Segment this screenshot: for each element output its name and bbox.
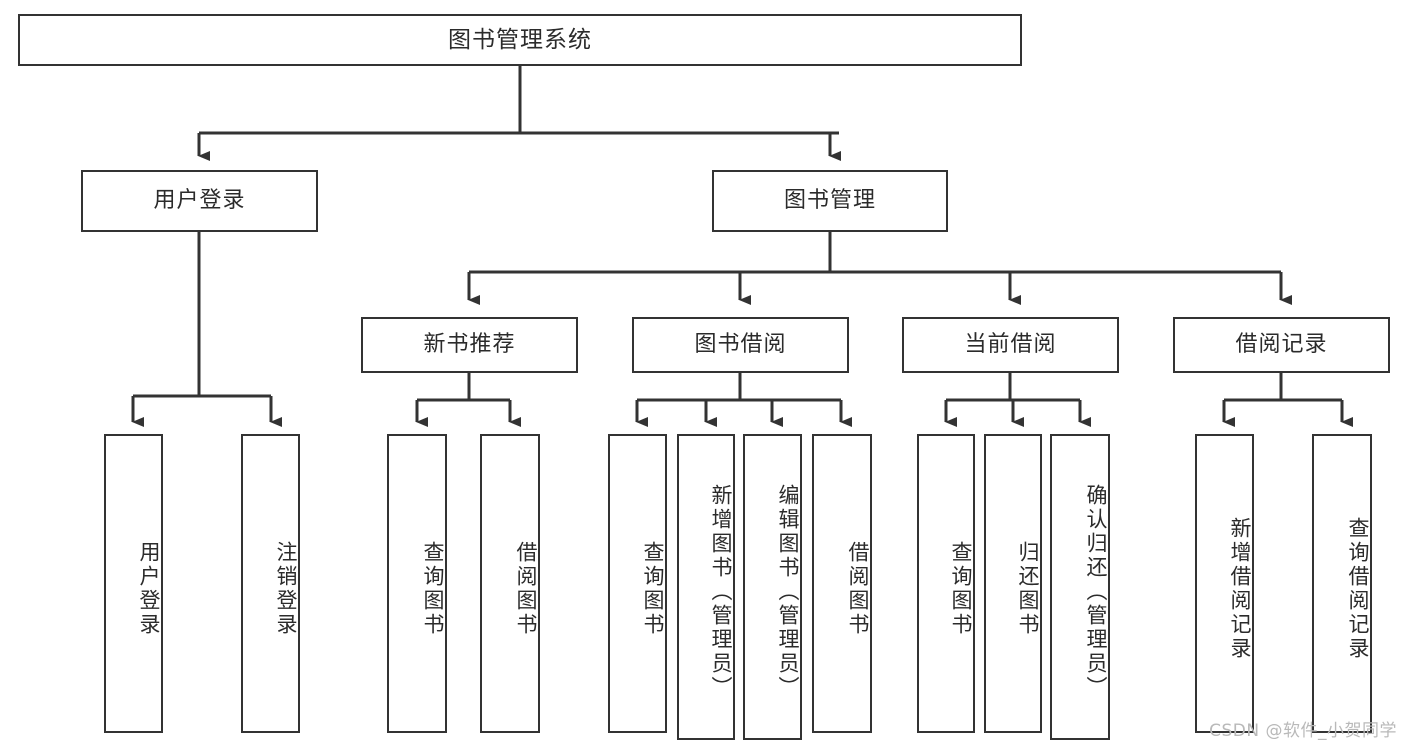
leaf-logout[interactable]: 注销登录 <box>241 434 300 733</box>
node-current-borrowing[interactable]: 当前借阅 <box>902 317 1119 373</box>
leaf-return-book[interactable]: 归还图书 <box>984 434 1042 733</box>
node-user-login[interactable]: 用户登录 <box>81 170 318 232</box>
leaf-borrow-book-recommend[interactable]: 借阅图书 <box>480 434 540 733</box>
node-borrowing-record[interactable]: 借阅记录 <box>1173 317 1390 373</box>
leaf-edit-book-admin[interactable]: 编辑图书（管理员） <box>743 434 802 740</box>
node-book-management[interactable]: 图书管理 <box>712 170 948 232</box>
leaf-query-book-current[interactable]: 查询图书 <box>917 434 975 733</box>
leaf-query-borrowing-record[interactable]: 查询借阅记录 <box>1312 434 1372 733</box>
leaf-user-login[interactable]: 用户登录 <box>104 434 163 733</box>
leaf-add-borrowing-record[interactable]: 新增借阅记录 <box>1195 434 1254 733</box>
leaf-query-book-recommend[interactable]: 查询图书 <box>387 434 447 733</box>
node-new-book-recommendation[interactable]: 新书推荐 <box>361 317 578 373</box>
node-root-book-management-system[interactable]: 图书管理系统 <box>18 14 1022 66</box>
leaf-add-book-admin[interactable]: 新增图书（管理员） <box>677 434 735 740</box>
leaf-borrow-book[interactable]: 借阅图书 <box>812 434 872 733</box>
leaf-query-book-borrow[interactable]: 查询图书 <box>608 434 667 733</box>
watermark-text: CSDN @软件_小贺同学 <box>1209 721 1397 741</box>
node-book-borrowing[interactable]: 图书借阅 <box>632 317 849 373</box>
leaf-confirm-return-admin[interactable]: 确认归还（管理员） <box>1050 434 1110 740</box>
